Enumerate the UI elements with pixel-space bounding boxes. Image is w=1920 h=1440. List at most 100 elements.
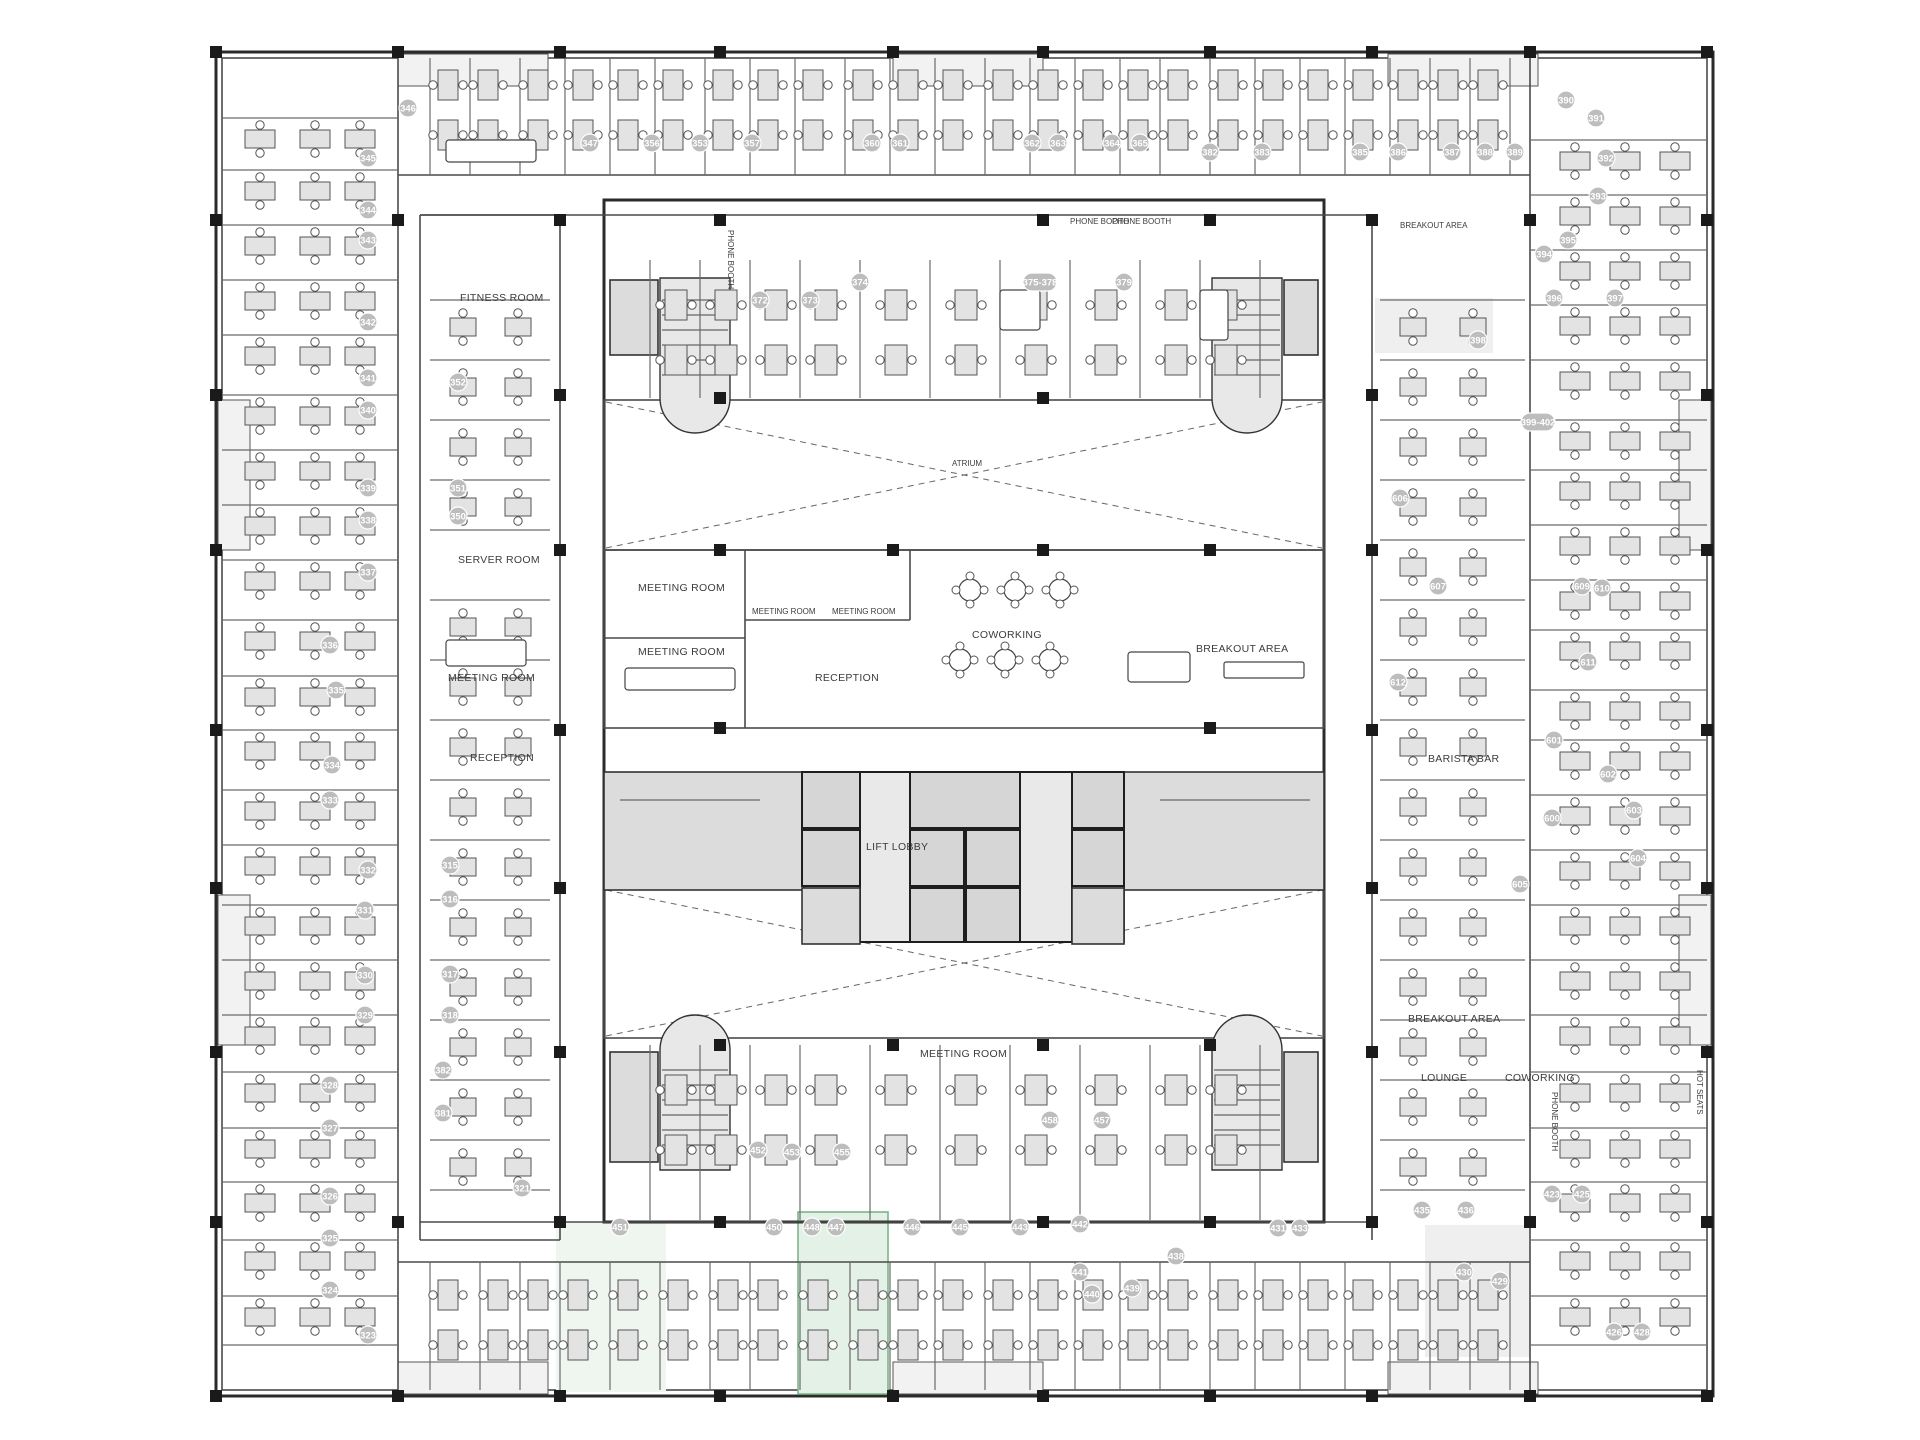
- room-number-label: 345: [360, 154, 377, 165]
- room-number-badge: 374: [850, 272, 870, 292]
- label-hot-seats: HOT SEATS: [1695, 1070, 1704, 1115]
- label-meeting-room-west: MEETING ROOM: [448, 672, 535, 684]
- room-number-badge: 360: [862, 133, 882, 153]
- room-number-badge: 345: [358, 148, 378, 168]
- room-number-badge: 318: [440, 1005, 460, 1025]
- room-number-badge: 379: [1114, 272, 1134, 292]
- room-number-badge: 365: [1130, 133, 1150, 153]
- room-number-label: 605: [1512, 880, 1529, 891]
- room-number-label: 391: [1588, 114, 1605, 125]
- room-number-label: 450: [766, 1223, 782, 1234]
- room-number-label: 397: [1607, 294, 1623, 305]
- room-number-badge: 452: [748, 1140, 768, 1160]
- label-meeting-room-c4: MEETING ROOM: [832, 607, 896, 616]
- room-number-badge: 325: [320, 1228, 340, 1248]
- room-number-badge: 346: [398, 98, 418, 118]
- room-number-badge: 600: [1542, 808, 1562, 828]
- office-partitions: [222, 58, 1707, 1390]
- perimeter-walls: [397, 58, 1531, 1390]
- room-number-badge: 433: [1290, 1218, 1310, 1238]
- room-number-label: 329: [357, 1011, 373, 1022]
- room-number-label: 453: [784, 1148, 800, 1159]
- room-number-label: 336: [322, 641, 338, 652]
- room-number-badge: 337: [358, 562, 378, 582]
- room-number-badge: 606: [1390, 488, 1410, 508]
- room-number-badge: 601: [1544, 730, 1564, 750]
- label-reception-west: RECEPTION: [470, 752, 534, 764]
- room-number-badge: 447: [826, 1217, 846, 1237]
- room-number-badge: 435: [1412, 1200, 1432, 1220]
- room-number-label: 607: [1430, 582, 1446, 593]
- room-number-badge: 316: [440, 889, 460, 909]
- room-number-label: 324: [322, 1286, 339, 1297]
- room-number-label: 340: [360, 406, 376, 417]
- label-lounge: LOUNGE: [1421, 1072, 1467, 1084]
- room-number-label: 604: [1630, 854, 1647, 865]
- room-number-badge: 426: [1604, 1322, 1624, 1342]
- room-number-badge: 381: [433, 1103, 453, 1123]
- room-number-label: 455: [834, 1148, 851, 1159]
- room-number-label: 439: [1124, 1284, 1140, 1295]
- room-number-label: 350: [450, 512, 466, 523]
- room-number-badge: 430: [1454, 1262, 1474, 1282]
- room-number-label: 365: [1132, 139, 1149, 150]
- room-number-badge: 332: [358, 860, 378, 880]
- room-number-label: 363: [1050, 139, 1066, 150]
- room-number-badge: 448: [802, 1217, 822, 1237]
- room-number-label: 337: [360, 568, 376, 579]
- room-number-badge: 604: [1628, 848, 1648, 868]
- room-number-badge: 344: [358, 200, 378, 220]
- room-number-label: 379: [1116, 278, 1132, 289]
- room-number-label: 364: [1104, 139, 1121, 150]
- room-number-label: 443: [1012, 1223, 1028, 1234]
- label-breakout-area-ne: BREAKOUT AREA: [1400, 221, 1468, 230]
- room-number-label: 440: [1084, 1290, 1100, 1301]
- room-number-badge: 339: [358, 478, 378, 498]
- room-number-badge: 602: [1598, 764, 1618, 784]
- room-number-badge: 605: [1510, 874, 1530, 894]
- room-number-badge: 321: [512, 1178, 532, 1198]
- room-number-label: 600: [1544, 814, 1560, 825]
- room-number-badge: 394: [1534, 244, 1554, 264]
- room-number-badges: 3463453443433423413403393383373363353343…: [320, 90, 1652, 1345]
- room-number-label: 602: [1600, 770, 1616, 781]
- room-number-label: 387: [1444, 148, 1460, 159]
- room-number-label: 611: [1580, 658, 1596, 669]
- room-number-label: 332: [360, 866, 376, 877]
- furniture: [244, 69, 1691, 1361]
- room-number-badge: 451: [610, 1217, 630, 1237]
- room-number-label: 327: [322, 1124, 338, 1135]
- room-number-badge: 457: [1092, 1110, 1112, 1130]
- room-number-badge: 342: [358, 312, 378, 332]
- room-number-label: 447: [828, 1223, 844, 1234]
- room-number-label: 343: [360, 236, 376, 247]
- room-number-badge: 453: [782, 1142, 802, 1162]
- room-number-label: 335: [328, 686, 345, 697]
- room-number-label: 317: [442, 970, 458, 981]
- room-number-badge: 450: [764, 1217, 784, 1237]
- room-labels: FITNESS ROOM SERVER ROOM MEETING ROOM RE…: [448, 217, 1704, 1151]
- room-number-badge: 428: [1632, 1322, 1652, 1342]
- room-number-badge: 331: [355, 900, 375, 920]
- room-number-label: 396: [1546, 294, 1562, 305]
- room-number-label: 373: [802, 296, 818, 307]
- room-number-label: 372: [752, 296, 768, 307]
- room-number-label: 606: [1392, 494, 1408, 505]
- room-number-badge: 392: [1596, 148, 1616, 168]
- room-number-label: 389: [1507, 148, 1523, 159]
- room-number-label: 374: [852, 278, 869, 289]
- room-number-badge: 347: [580, 133, 600, 153]
- room-number-label: 442: [1072, 1220, 1088, 1231]
- label-fitness-room: FITNESS ROOM: [460, 292, 544, 304]
- label-phone-booth-3: PHONE BOOTH: [726, 230, 735, 289]
- room-number-badge: 439: [1122, 1278, 1142, 1298]
- room-number-label: 399-402: [1521, 418, 1556, 429]
- room-number-badge: 333: [320, 790, 340, 810]
- label-phone-booth-2: PHONE BOOTH: [1112, 217, 1171, 226]
- room-number-badge: 387: [1442, 142, 1462, 162]
- room-number-badge: 382: [1200, 142, 1220, 162]
- room-number-label: 395: [1560, 236, 1577, 247]
- room-number-badge: 436: [1456, 1200, 1476, 1220]
- room-number-badge: 399-402: [1520, 412, 1556, 432]
